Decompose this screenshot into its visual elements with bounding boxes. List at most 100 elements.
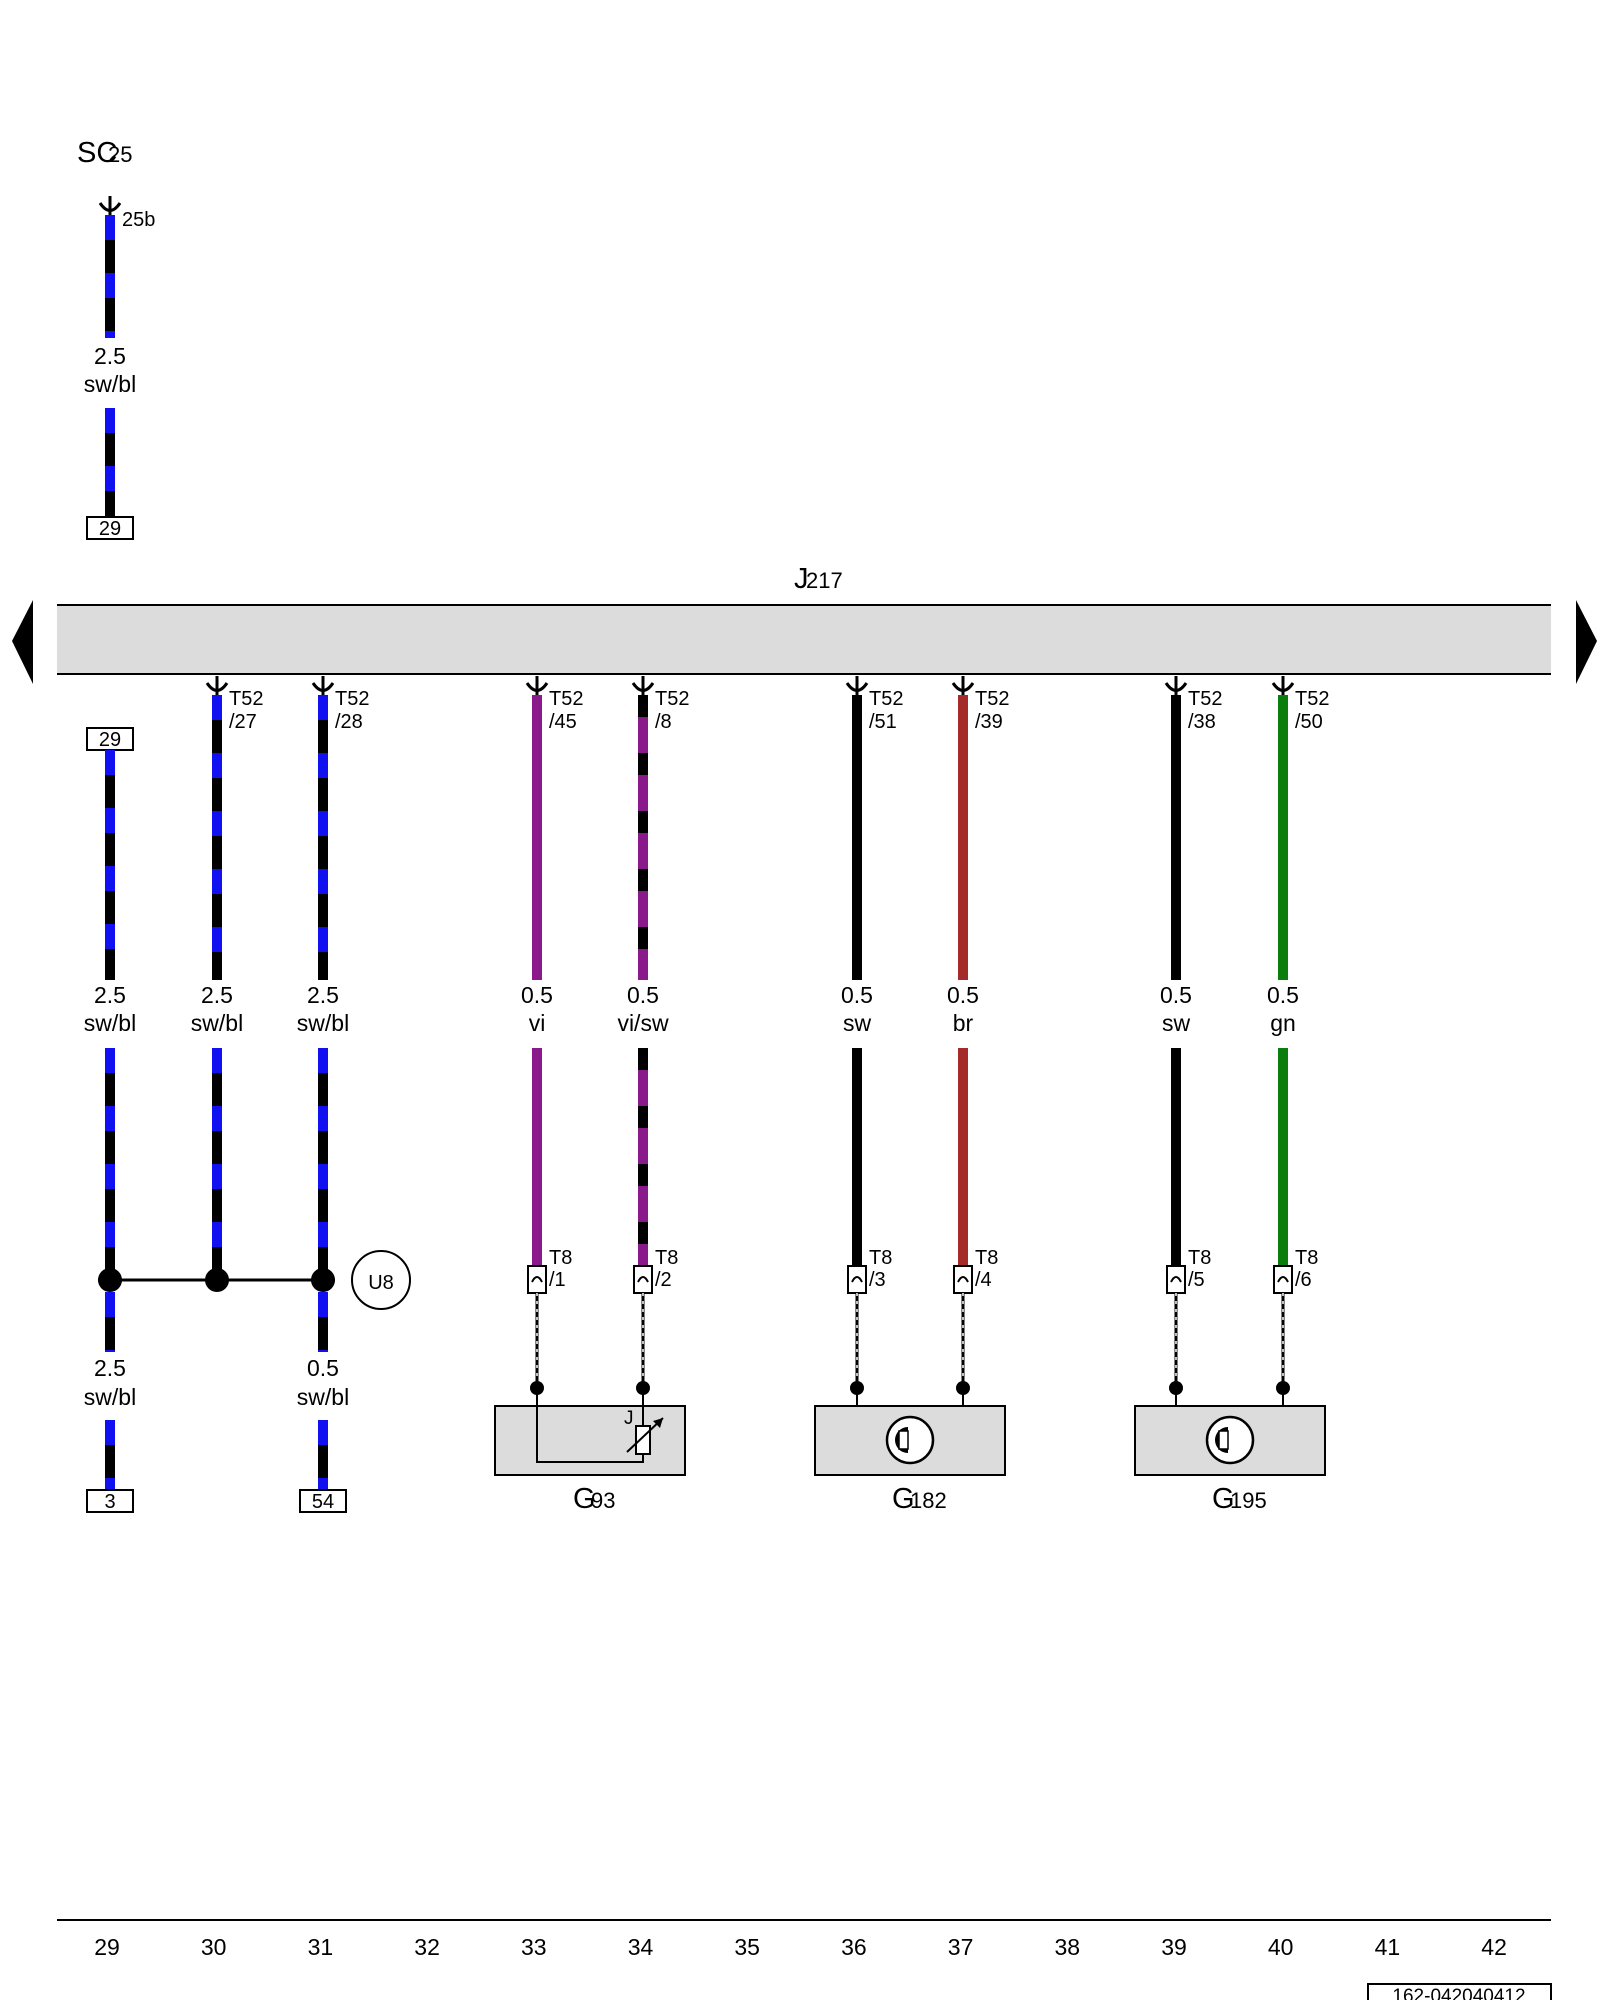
continue-left-arrow-icon (12, 600, 33, 684)
continue-right-arrow-icon (1576, 600, 1597, 684)
connector-pin: /38 (1188, 711, 1216, 733)
column-number: 35 (734, 1934, 760, 1960)
wire-supply-size: 2.5 (94, 343, 126, 369)
plug-pin: /1 (549, 1269, 566, 1291)
splice-node (98, 1268, 122, 1292)
connector-pin: /50 (1295, 711, 1323, 733)
plug-contact-icon (953, 1265, 973, 1294)
plug-pin: /5 (1188, 1269, 1205, 1291)
wire-color: sw (843, 1010, 872, 1036)
thermistor-arrow-head (653, 1418, 663, 1428)
plug-name: T8 (1188, 1247, 1211, 1269)
sensor-icon-window (898, 1430, 909, 1450)
wire-size: 0.5 (521, 982, 553, 1008)
connector-pin: /28 (335, 711, 363, 733)
wire-color: sw/bl (297, 1384, 349, 1410)
wire-out31: 0.5 sw/bl 54 (297, 1292, 349, 1513)
component-name: G (573, 1483, 596, 1515)
plug-contact-arc (1277, 1276, 1289, 1283)
wire-color: vi (529, 1010, 546, 1036)
drawing-code-frame (1367, 1983, 1552, 2000)
sensor-icon-window (1218, 1430, 1229, 1450)
connector-name: T52 (655, 688, 689, 710)
column-number: 29 (94, 1934, 120, 1960)
drawing-code: 162-042040412 (1392, 1986, 1525, 2000)
wire-size: 0.5 (1160, 982, 1192, 1008)
column-number: 38 (1055, 1934, 1081, 1960)
column-number: 37 (948, 1934, 974, 1960)
connector-name: T52 (1188, 688, 1222, 710)
connector-name: T52 (975, 688, 1009, 710)
connector-name: T52 (1295, 688, 1329, 710)
wire-out29: 2.5 sw/bl 3 (84, 1292, 136, 1513)
wire-col37: T52 /39 0.5 br T8 /4 (947, 676, 1009, 1395)
reference-box-label: 29 (99, 729, 121, 751)
plug-contact-icon (633, 1265, 653, 1294)
splice-marker (351, 1250, 411, 1310)
drawing-code-box: 162-042040412 (1367, 1983, 1552, 2000)
plug-pin: /6 (1295, 1269, 1312, 1291)
component-number: 195 (1230, 1488, 1267, 1513)
sensor-icon (885, 1415, 935, 1465)
thermistor-letter: J (624, 1408, 634, 1429)
plug-contact-arc (531, 1276, 543, 1283)
connector-pin: /51 (869, 711, 897, 733)
plug-contact-arc (1170, 1276, 1182, 1283)
column-number: 41 (1375, 1934, 1401, 1960)
wire-size: 0.5 (841, 982, 873, 1008)
wire-size: 0.5 (307, 1355, 339, 1381)
fuse-sc25-number: 25 (108, 142, 132, 167)
connector-pin: /45 (549, 711, 577, 733)
wire-size: 0.5 (1267, 982, 1299, 1008)
plug-pin: /4 (975, 1269, 992, 1291)
plug-name: T8 (869, 1247, 892, 1269)
thermistor-icon (635, 1425, 651, 1455)
wire-col30: T52 /27 2.5 sw/bl (191, 676, 263, 1280)
plug-contact-icon (1166, 1265, 1186, 1294)
component-number: 93 (591, 1488, 615, 1513)
plug-contact-icon (527, 1265, 547, 1294)
control-unit-body (57, 605, 1551, 674)
control-unit-number: 217 (806, 568, 843, 593)
wire-size: 0.5 (627, 982, 659, 1008)
component-g93: J G 93 (494, 1388, 686, 1515)
plug-pin: /3 (869, 1269, 886, 1291)
reference-box-label: 3 (104, 1491, 115, 1513)
wire-size: 2.5 (201, 982, 233, 1008)
splice-node (205, 1268, 229, 1292)
component-g195: G 195 (1134, 1388, 1326, 1515)
sensor-icon (1205, 1415, 1255, 1465)
reference-box (86, 516, 134, 540)
fuse-sc25-name: SC (77, 137, 117, 169)
plug-name: T8 (1295, 1247, 1318, 1269)
column-number: 39 (1161, 1934, 1187, 1960)
wire-size: 2.5 (307, 982, 339, 1008)
wire-size: 2.5 (94, 1355, 126, 1381)
component-number: 182 (910, 1488, 947, 1513)
column-number: 40 (1268, 1934, 1294, 1960)
splice-u8: U8 (98, 1250, 411, 1310)
wire-color: vi/sw (617, 1010, 669, 1036)
column-number: 30 (201, 1934, 227, 1960)
plug-contact-icon (1273, 1265, 1293, 1294)
connector-pin: /27 (229, 711, 257, 733)
plug-contact-icon (847, 1265, 867, 1294)
connector-pin: /8 (655, 711, 672, 733)
connector-name: T52 (229, 688, 263, 710)
connector-pin: /39 (975, 711, 1003, 733)
wire-supply: 2.5 sw/bl 29 (84, 215, 136, 540)
wire-col34: T52 /8 0.5 vi/sw T8 /2 (617, 676, 689, 1395)
column-number: 36 (841, 1934, 867, 1960)
fuse-sc25-pin: 25b (122, 209, 155, 231)
column-number: 33 (521, 1934, 547, 1960)
connector-name: T52 (869, 688, 903, 710)
wire-color: gn (1270, 1010, 1296, 1036)
component-g182: G 182 (814, 1388, 1006, 1515)
reference-box-label: 29 (99, 518, 121, 540)
column-number: 42 (1481, 1934, 1507, 1960)
wire-col36: T52 /51 0.5 sw T8 /3 (841, 676, 903, 1395)
wire-color: sw/bl (297, 1010, 349, 1036)
